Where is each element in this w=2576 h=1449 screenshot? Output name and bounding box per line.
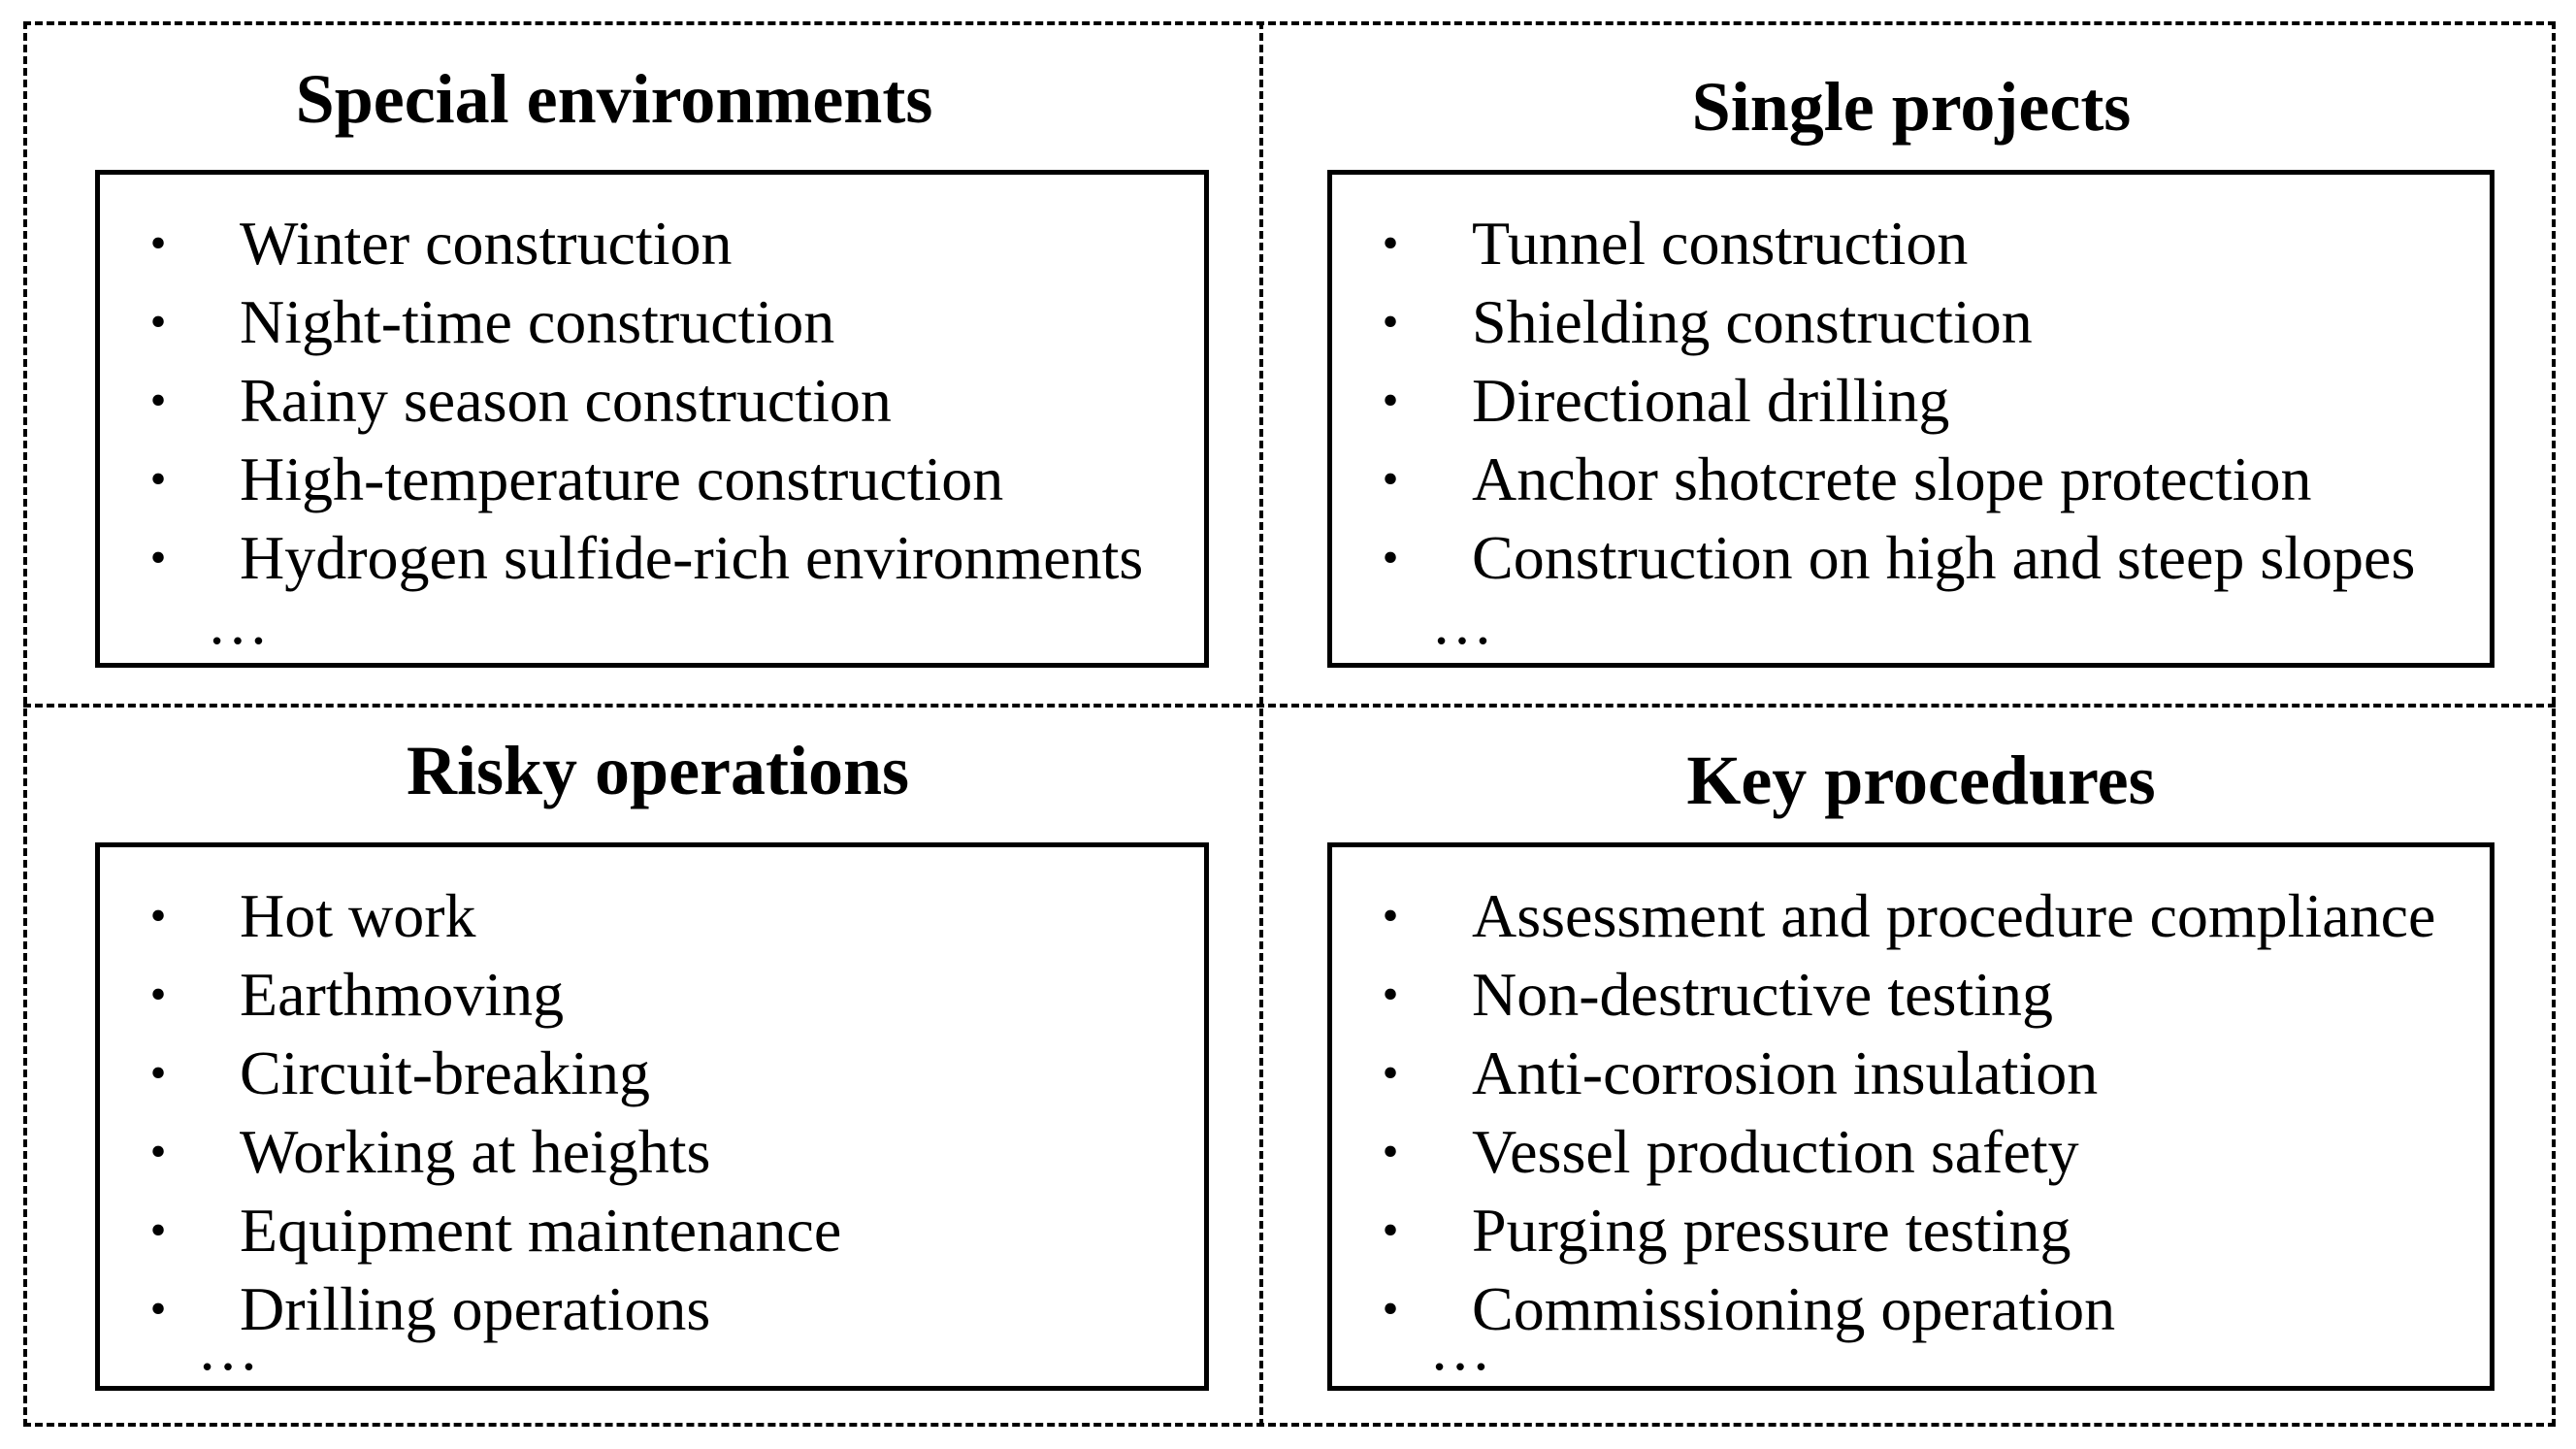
list-item: • Equipment maintenance [139, 1191, 842, 1269]
list-item: • Rainy season construction [139, 361, 1143, 440]
list-item: • Winter construction [139, 204, 1143, 282]
items-box: • Winter construction • Night-time construc… [95, 170, 1209, 668]
bullet-icon: • [1382, 453, 1399, 505]
list-item-text: Assessment and procedure compliance [1472, 881, 2436, 950]
items-box: • Assessment and procedure compliance • Non… [1327, 842, 2494, 1391]
list-item: • Vessel production safety [1371, 1112, 2435, 1191]
list-item: • Assessment and procedure compliance [1371, 876, 2436, 955]
list-item: • Anti-corrosion insulation [1371, 1034, 2435, 1112]
list-item-text: Vessel production safety [1472, 1117, 2079, 1186]
bullet-icon: • [1382, 1047, 1399, 1099]
list-item: • Tunnel construction [1371, 204, 2415, 282]
item-list: • Hot work • Earthmoving • Circuit-breaking • W… [139, 876, 842, 1348]
bullet-icon: • [149, 969, 167, 1020]
items-box: • Hot work • Earthmoving • Circuit-breaking • W… [95, 842, 1209, 1391]
list-item-text: Shielding construction [1472, 287, 2033, 356]
quadrant-title: Single projects [1691, 68, 2132, 146]
list-item: • Drilling operations [139, 1269, 841, 1348]
list-item: • Construction on high and steep slopes [1371, 518, 2416, 597]
list-item-text: Hot work [240, 881, 476, 950]
bullet-icon: • [149, 1204, 167, 1256]
bullet-icon: • [149, 1283, 167, 1334]
bullet-icon: • [1382, 296, 1399, 347]
list-item-text: Directional drilling [1472, 366, 1950, 435]
vertical-dashed-divider [1259, 21, 1263, 1427]
list-item: • Working at heights [139, 1112, 841, 1191]
list-item-text: Non-destructive testing [1472, 960, 2053, 1029]
bullet-icon: • [1382, 1283, 1399, 1334]
list-item: • Night-time construction [139, 282, 1143, 361]
list-item-text: Purging pressure testing [1472, 1196, 2071, 1265]
list-item: • High-temperature construction [139, 440, 1143, 518]
bullet-icon: • [1382, 969, 1399, 1020]
bullet-icon: • [1382, 532, 1399, 583]
list-item-text: Equipment maintenance [240, 1196, 842, 1265]
list-item: • Earthmoving [139, 955, 841, 1034]
list-item: • Hot work [139, 876, 841, 955]
item-list: • Tunnel construction • Shielding construct… [1371, 204, 2416, 597]
list-item: • Directional drilling [1371, 361, 2415, 440]
quadrant-title: Key procedures [1686, 741, 2156, 819]
list-item-text: Circuit-breaking [240, 1038, 650, 1107]
items-box: • Tunnel construction • Shielding construct… [1327, 170, 2494, 668]
list-item: • Commissioning operation [1371, 1269, 2435, 1348]
more-ellipsis: … [1431, 588, 1495, 657]
bullet-icon: • [149, 890, 167, 941]
list-item: • Purging pressure testing [1371, 1191, 2435, 1269]
item-list: • Winter construction • Night-time construc… [139, 204, 1144, 597]
bullet-icon: • [1382, 375, 1399, 426]
list-item-text: Rainy season construction [240, 366, 892, 435]
list-item-text: Earthmoving [240, 960, 565, 1029]
bullet-icon: • [149, 296, 167, 347]
list-item-text: Drilling operations [240, 1274, 711, 1343]
bullet-icon: • [149, 1047, 167, 1099]
list-item: • Non-destructive testing [1371, 955, 2435, 1034]
list-item-text: Tunnel construction [1472, 209, 1969, 278]
item-list: • Assessment and procedure compliance • Non… [1371, 876, 2436, 1348]
list-item: • Circuit-breaking [139, 1034, 841, 1112]
list-item-text: Anchor shotcrete slope protection [1472, 445, 2312, 513]
bullet-icon: • [149, 1126, 167, 1177]
bullet-icon: • [1382, 890, 1399, 941]
list-item: • Shielding construction [1371, 282, 2415, 361]
more-ellipsis: … [1429, 1314, 1493, 1383]
list-item-text: Anti-corrosion insulation [1472, 1038, 2099, 1107]
quadrant-title: Special environments [295, 60, 933, 138]
bullet-icon: • [1382, 217, 1399, 269]
list-item-text: Winter construction [240, 209, 733, 278]
horizontal-dashed-divider [23, 704, 2556, 708]
bullet-icon: • [149, 217, 167, 269]
bullet-icon: • [149, 375, 167, 426]
list-item-text: Construction on high and steep slopes [1472, 523, 2416, 592]
list-item-text: Hydrogen sulfide-rich environments [240, 523, 1144, 592]
list-item-text: Working at heights [240, 1117, 711, 1186]
list-item-text: Commissioning operation [1472, 1274, 2116, 1343]
bullet-icon: • [1382, 1204, 1399, 1256]
bullet-icon: • [149, 453, 167, 505]
bullet-icon: • [1382, 1126, 1399, 1177]
bullet-icon: • [149, 532, 167, 583]
more-ellipsis: … [207, 588, 271, 657]
more-ellipsis: … [197, 1314, 261, 1383]
list-item-text: Night-time construction [240, 287, 835, 356]
list-item-text: High-temperature construction [240, 445, 1004, 513]
list-item: • Anchor shotcrete slope protection [1371, 440, 2415, 518]
list-item: • Hydrogen sulfide-rich environments [139, 518, 1144, 597]
quadrant-title: Risky operations [406, 732, 910, 809]
outer-dashed-frame [23, 21, 2556, 1427]
